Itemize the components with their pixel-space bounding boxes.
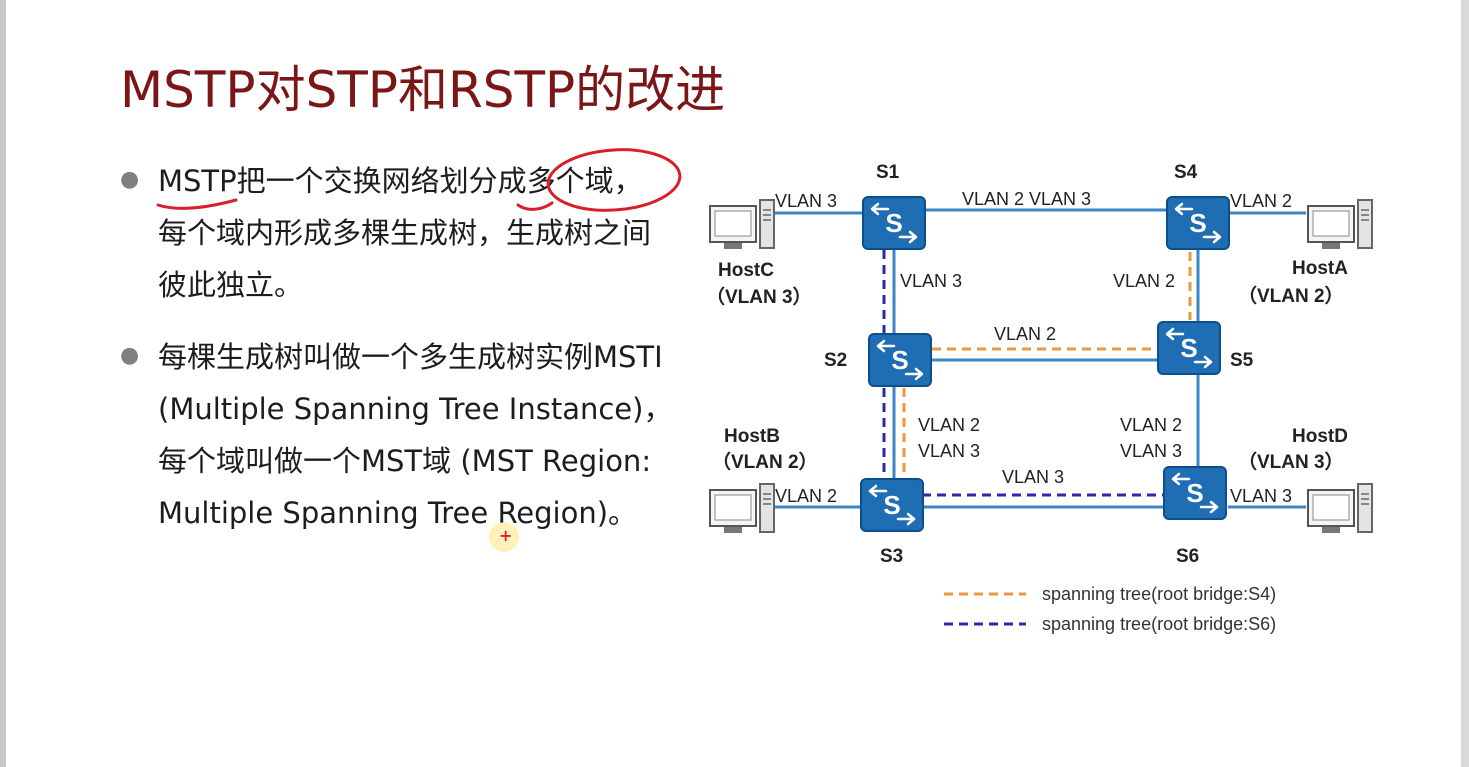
tree-root-s6 <box>882 250 1165 497</box>
bullet-line: 每个域内形成多棵生成树，生成树之间 <box>158 216 652 250</box>
switch-s3-label: S3 <box>880 546 903 567</box>
label-s5-s6-vlan3: VLAN 3 <box>1120 441 1182 461</box>
hostd-vlan: （VLAN 3） <box>1238 450 1344 473</box>
switch-s4-icon <box>1165 195 1231 251</box>
legend: spanning tree(root bridge:S4) spanning t… <box>944 584 1276 634</box>
hostc-vlan: （VLAN 3） <box>706 285 812 308</box>
switch-s2-icon <box>867 332 933 388</box>
switch-s3-icon <box>859 477 925 533</box>
label-s4-hosta: VLAN 2 <box>1230 191 1292 211</box>
label-s5-s6-vlan2: VLAN 2 <box>1120 415 1182 435</box>
window-left-edge <box>0 0 6 767</box>
label-s2-s3-vlan2: VLAN 2 <box>918 415 980 435</box>
label-s1-s2: VLAN 3 <box>900 271 962 291</box>
switch-s2-label: S2 <box>824 350 847 371</box>
switch-s6-label: S6 <box>1176 546 1199 567</box>
bullet-line: 每棵生成树叫做一个多生成树实例MSTI <box>158 340 663 374</box>
hostb-computer-icon <box>709 483 775 534</box>
hostb-name: HostB <box>724 426 780 447</box>
physical-links <box>772 208 1306 509</box>
label-s6-hostd: VLAN 3 <box>1230 486 1292 506</box>
slide-title: MSTP对STP和RSTP的改进 <box>120 61 726 119</box>
bullet-list: ● MSTP把一个交换网络划分成多个域， 每个域内形成多棵生成树，生成树之间 彼… <box>118 155 703 559</box>
bullet-line: 每个域叫做一个MST域 (MST Region: <box>158 444 652 478</box>
bullet-line: Multiple Spanning Tree Region)。 <box>158 496 638 530</box>
hostd-name: HostD <box>1292 426 1348 447</box>
bullet-item: ● 每棵生成树叫做一个多生成树实例MSTI (Multiple Spanning… <box>118 331 703 539</box>
switch-s6-icon <box>1162 465 1228 521</box>
label-hostb-s3: VLAN 2 <box>775 486 837 506</box>
legend-label-s4: spanning tree(root bridge:S4) <box>1042 584 1276 604</box>
label-s3-s6: VLAN 3 <box>1002 467 1064 487</box>
switch-s4-label: S4 <box>1174 162 1198 183</box>
label-s4-s5: VLAN 2 <box>1113 271 1175 291</box>
switch-s5-label: S5 <box>1230 350 1254 371</box>
label-hostc-s1: VLAN 3 <box>775 191 837 211</box>
hostd-computer-icon <box>1307 483 1373 534</box>
legend-label-s6: spanning tree(root bridge:S6) <box>1042 614 1276 634</box>
bullet-line: MSTP把一个交换网络划分成多个域， <box>158 164 643 198</box>
hosta-computer-icon <box>1307 199 1373 250</box>
hosta-vlan: （VLAN 2） <box>1238 284 1344 307</box>
switch-s5-icon <box>1156 320 1222 376</box>
pointer-cursor: + <box>489 522 519 552</box>
label-s2-s3-vlan3: VLAN 3 <box>918 441 980 461</box>
cursor-cross-icon: + <box>499 526 513 545</box>
bullet-line: 彼此独立。 <box>158 268 304 302</box>
hostc-computer-icon <box>709 199 775 250</box>
switch-s1-label: S1 <box>876 162 900 183</box>
label-s1-s4: VLAN 2 VLAN 3 <box>962 189 1091 209</box>
window-right-edge <box>1461 0 1469 767</box>
label-s2-s5: VLAN 2 <box>994 324 1056 344</box>
hostb-vlan: （VLAN 2） <box>712 450 818 473</box>
mstp-topology-diagram: S S1 S4 S2 S5 <box>706 162 1373 634</box>
hostc-name: HostC <box>718 260 774 281</box>
hosta-name: HostA <box>1292 258 1348 279</box>
bullet-dot-icon: ● <box>120 167 140 192</box>
bullet-line: (Multiple Spanning Tree Instance)， <box>158 392 673 426</box>
tree-root-s4 <box>902 252 1192 480</box>
bullet-item: ● MSTP把一个交换网络划分成多个域， 每个域内形成多棵生成树，生成树之间 彼… <box>118 155 703 311</box>
bullet-dot-icon: ● <box>120 343 140 368</box>
switch-s1-icon <box>861 195 927 251</box>
